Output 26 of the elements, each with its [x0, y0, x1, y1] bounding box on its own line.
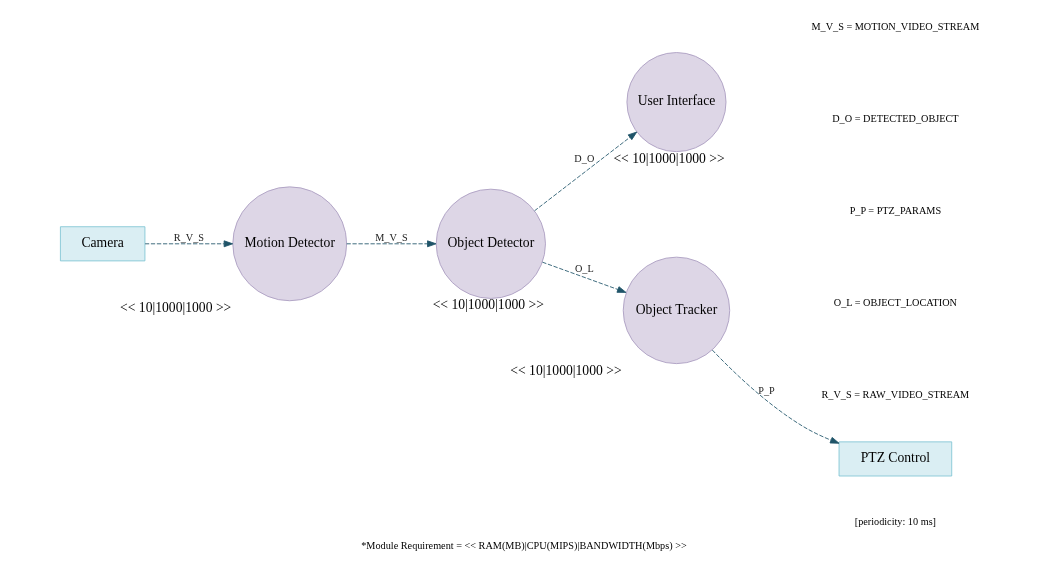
node-label: << 10|1000|1000 >> [119, 299, 231, 315]
label: D_O = DETECTED_OBJECT [831, 112, 959, 124]
node-circle: Object Detector [435, 188, 546, 299]
node-circle: Motion Detector [231, 186, 347, 302]
node-label: << 10|1000|1000 >> [612, 150, 725, 166]
edge-label: M_V_S [374, 231, 408, 243]
arrow [541, 261, 626, 293]
node-box: Camera [59, 226, 145, 262]
edge-label: P_P [757, 384, 775, 396]
label: R_V_S = RAW_VIDEO_STREAM [821, 389, 969, 401]
arrow [711, 349, 839, 444]
label: [periodicity: 10 ms] [854, 515, 936, 527]
node-label: << 10|1000|1000 >> [509, 362, 622, 378]
node-circle: Object Tracker [622, 256, 730, 365]
arrow [533, 131, 637, 212]
edge-label: O_L [574, 263, 594, 275]
edge-label: D_O [573, 153, 594, 165]
caption: *Module Requirement = << RAM(MB)|CPU(MIPS)|BANDWIDTH(Mbps) >> [360, 540, 687, 552]
node-label: << 10|1000|1000 >> [432, 297, 544, 313]
label: M_V_S = MOTION_VIDEO_STREAM [810, 20, 979, 32]
node-box: PTZ Control [838, 441, 952, 477]
arrow [144, 240, 233, 248]
label: O_L = OBJECT_LOCATION [833, 297, 957, 309]
edge-label: R_V_S [173, 231, 204, 243]
label: P_P = PTZ_PARAMS [849, 205, 941, 217]
arrow [345, 240, 436, 248]
